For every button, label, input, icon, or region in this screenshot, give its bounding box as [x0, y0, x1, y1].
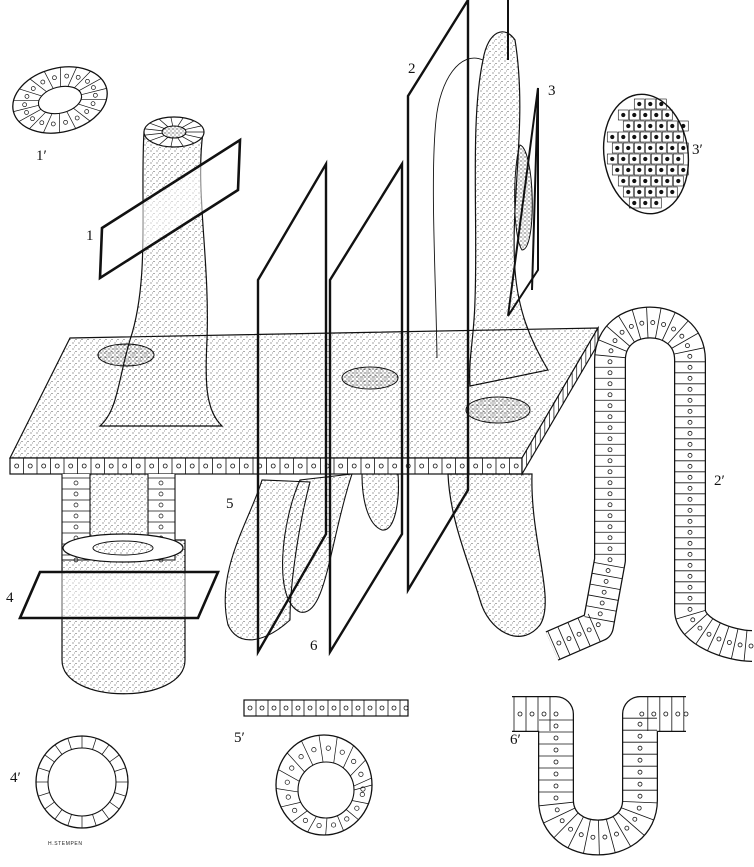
section-plane-1 — [98, 137, 242, 281]
label-2: 2 — [408, 61, 416, 77]
section-plane-3 — [507, 87, 539, 317]
cross-section-6-prime — [512, 696, 689, 856]
section-plane-4 — [18, 570, 220, 620]
cross-section-2-prime — [545, 306, 754, 662]
cross-section-3-prime — [602, 93, 690, 215]
section-plane-6 — [328, 159, 404, 657]
label-1-prime: 1′ — [36, 148, 47, 164]
section-plane-5 — [256, 159, 328, 657]
label-3: 3 — [548, 83, 556, 99]
label-6-prime: 6′ — [510, 732, 521, 748]
cross-section-1-prime — [12, 66, 108, 134]
label-5: 5 — [226, 496, 234, 512]
label-1: 1 — [86, 228, 94, 244]
hanging-lobes — [224, 473, 546, 641]
artist-signature: H.STEMPEN — [48, 841, 83, 847]
label-6: 6 — [310, 638, 318, 654]
cross-section-small-ring — [275, 734, 373, 836]
cross-section-4-prime — [35, 735, 129, 829]
cross-section-5-prime — [243, 699, 409, 717]
label-4: 4 — [6, 590, 14, 606]
label-3-prime: 3′ — [692, 142, 703, 158]
label-2-prime: 2′ — [714, 473, 725, 489]
label-5-prime: 5′ — [234, 730, 245, 746]
label-4-prime: 4′ — [10, 770, 21, 786]
